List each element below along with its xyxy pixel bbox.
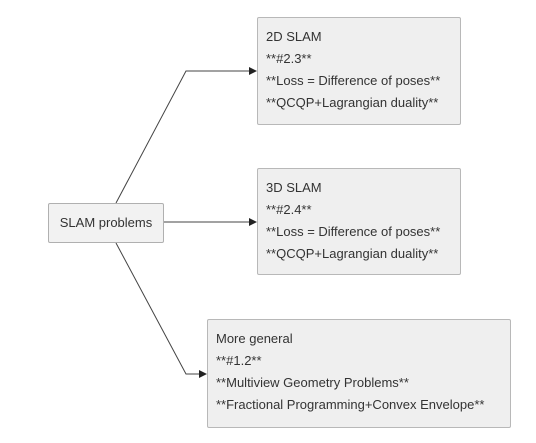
node-line: **Fractional Programming+Convex Envelope…: [216, 397, 485, 412]
root-node-slam-problems[interactable]: SLAM problems: [48, 203, 164, 243]
node-3d-slam[interactable]: 3D SLAM **#2.4** **Loss = Difference of …: [257, 168, 461, 275]
node-title: More general: [216, 331, 293, 346]
root-node-label: SLAM problems: [59, 215, 153, 230]
node-line: **#2.4**: [266, 202, 312, 217]
node-line: **Loss = Difference of poses**: [266, 73, 441, 88]
node-title: 3D SLAM: [266, 180, 322, 195]
node-2d-slam[interactable]: 2D SLAM **#2.3** **Loss = Difference of …: [257, 17, 461, 125]
edge-to-more-general: [115, 242, 207, 378]
node-line: **Loss = Difference of poses**: [266, 224, 441, 239]
node-line: **QCQP+Lagrangian duality**: [266, 246, 439, 261]
node-line: **#2.3**: [266, 51, 312, 66]
edge-to-2d-slam: [115, 67, 257, 204]
node-line: **QCQP+Lagrangian duality**: [266, 95, 439, 110]
node-title: 2D SLAM: [266, 29, 322, 44]
node-line: **#1.2**: [216, 353, 262, 368]
node-line: **Multiview Geometry Problems**: [216, 375, 409, 390]
node-more-general[interactable]: More general **#1.2** **Multiview Geomet…: [207, 319, 511, 428]
